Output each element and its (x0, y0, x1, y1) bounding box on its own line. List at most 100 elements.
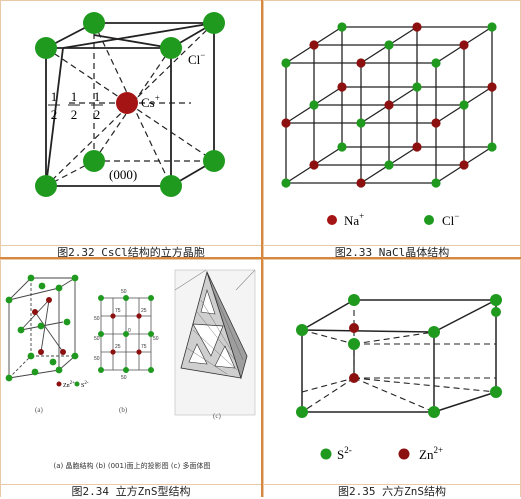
s-atom (491, 307, 501, 317)
cl-atom (203, 12, 225, 34)
lattice-bond (313, 26, 343, 46)
fraction-3-den: 2 (94, 107, 101, 122)
proj-label: 75 (141, 344, 147, 350)
zns-unit-cell (8, 277, 76, 379)
s-atom (31, 368, 39, 376)
na-atom (459, 40, 469, 50)
cl-atom (337, 22, 347, 32)
proj-atom (148, 367, 154, 373)
lattice-bond (435, 104, 465, 124)
origin-label: (000) (109, 167, 137, 182)
proj-label: 25 (115, 344, 121, 350)
zns-cubic-diagram: Zn2+ S2- (a) (5, 269, 256, 470)
s-atom (428, 326, 440, 338)
panel-nacl: Na+ Cl− 图2.33 NaCl晶体结构 (263, 0, 521, 260)
s-atom (38, 282, 46, 290)
cl-atom (487, 142, 497, 152)
sub-label-a: (a) (35, 406, 43, 414)
legend-zn-label: Zn2+ (419, 445, 443, 462)
lattice-bond (360, 104, 390, 124)
legend-na-dot (327, 215, 337, 225)
proj-label: 25 (141, 308, 147, 314)
lattice-bond (388, 26, 418, 46)
na-atom (309, 40, 319, 50)
s-atom (428, 406, 440, 418)
lattice-bond (285, 104, 315, 124)
zn-atom (32, 309, 38, 315)
s-atom (296, 406, 308, 418)
lattice-bond (285, 164, 315, 184)
lattice-bond (388, 86, 418, 106)
na-atom (281, 118, 291, 128)
lattice-bond (463, 26, 493, 46)
cl-atom (35, 37, 57, 59)
lattice-bond (313, 146, 343, 166)
cscl-diagram: Cl− Cs+ (000) 1 2 1 2 1 2 (35, 12, 225, 197)
zn-atom (38, 349, 44, 355)
proj-atom (123, 295, 129, 301)
fraction-1-den: 2 (51, 107, 58, 122)
lattice-bond (463, 86, 493, 106)
cl-atom (160, 175, 182, 197)
zn-atom (60, 349, 66, 355)
panel-zns-hex: S2- Zn2+ 图2.35 六方ZnS结构 (263, 259, 521, 499)
cl-atom (160, 37, 182, 59)
legend-zn-label: Zn2+ (63, 381, 75, 389)
cl-atom (281, 178, 291, 188)
cl-atom (83, 12, 105, 34)
cl-atom (487, 22, 497, 32)
cl-atom (337, 142, 347, 152)
proj-label: 75 (115, 308, 121, 314)
zn-atom (349, 373, 359, 383)
proj-label: 50 (121, 375, 127, 381)
legend-s-dot (320, 448, 332, 460)
horizontal-divider (0, 257, 521, 259)
lattice-bond (435, 44, 465, 64)
cl-atom (281, 58, 291, 68)
proj-atom (98, 331, 104, 337)
legend-s-dot (74, 381, 80, 387)
lattice-bond (463, 146, 493, 166)
proj-atom (123, 331, 129, 337)
nacl-diagram: Na+ Cl− (281, 22, 497, 228)
cl-label: Cl− (188, 50, 205, 67)
s-atom (490, 386, 502, 398)
legend-s-label: S2- (337, 445, 352, 462)
proj-atom (148, 331, 154, 337)
proj-atom (123, 367, 129, 373)
proj-label: 50 (94, 336, 100, 342)
s-atom (71, 352, 79, 360)
na-atom (309, 160, 319, 170)
zns-cubic-description: (a) 晶胞结构 (b) (001)面上的投影图 (c) 多面体图 (54, 461, 211, 470)
s-atom (63, 318, 71, 326)
proj-zn (136, 313, 142, 319)
s-atom (27, 352, 35, 360)
cl-atom (384, 40, 394, 50)
s-atom (490, 294, 502, 306)
caption-zns-cubic: 图2.34 立方ZnS型结构 (1, 484, 261, 499)
cl-atom (309, 100, 319, 110)
cl-atom (203, 150, 225, 172)
s-atom (296, 324, 308, 336)
lattice-bond (388, 146, 418, 166)
na-atom (356, 58, 366, 68)
legend-zn-dot (398, 448, 410, 460)
s-atom (17, 326, 25, 334)
cl-atom (431, 178, 441, 188)
proj-label: 50 (94, 316, 100, 322)
proj-label: 50 (153, 336, 159, 342)
cl-atom (459, 100, 469, 110)
fraction-3-num: 1 (94, 89, 101, 104)
proj-atom (98, 295, 104, 301)
legend-zn-dot (56, 381, 62, 387)
s-atom (5, 374, 13, 382)
fraction-2-den: 2 (71, 107, 78, 122)
na-atom (356, 178, 366, 188)
lattice-bond (313, 86, 343, 106)
na-atom (487, 82, 497, 92)
cl-atom (412, 82, 422, 92)
s-atom (348, 338, 360, 350)
proj-zn (110, 349, 116, 355)
proj-zn (136, 349, 142, 355)
